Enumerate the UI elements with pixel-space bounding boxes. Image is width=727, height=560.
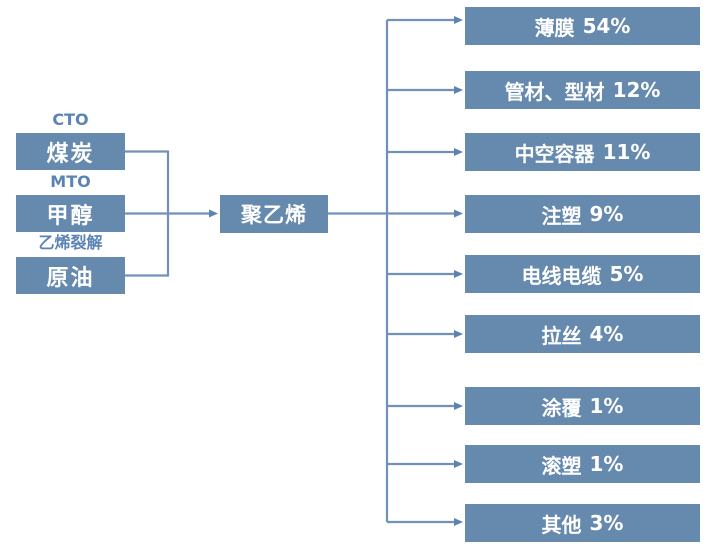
process-label-cto: CTO — [52, 110, 89, 129]
product-box-polyethylene: 聚乙烯 — [220, 195, 328, 233]
app-label: 薄膜 — [534, 15, 575, 40]
app-box-film: 薄膜 54% — [465, 7, 700, 45]
app-percent: 11% — [602, 140, 651, 164]
app-box-wire-cable: 电线电缆 5% — [465, 255, 700, 293]
app-label: 涂覆 — [541, 395, 582, 420]
process-label-ethylene-cracking: 乙烯裂解 — [38, 233, 103, 252]
app-label: 拉丝 — [541, 323, 582, 348]
app-label: 滚塑 — [541, 453, 582, 478]
app-label: 其他 — [541, 512, 582, 537]
source-box-methanol: 甲醇 — [16, 195, 125, 232]
source-label-coal: 煤炭 — [46, 141, 95, 167]
app-percent: 1% — [589, 394, 624, 418]
process-label-mto: MTO — [50, 172, 91, 191]
app-percent: 1% — [589, 452, 624, 476]
source-box-crude-oil: 原油 — [16, 257, 125, 294]
app-label: 中空容器 — [514, 141, 595, 166]
app-box-hollow-containers: 中空容器 11% — [465, 133, 700, 171]
app-label: 管材、型材 — [504, 79, 605, 104]
source-box-coal: 煤炭 — [16, 133, 125, 170]
app-box-drawing: 拉丝 4% — [465, 315, 700, 353]
app-box-rotomolding: 滚塑 1% — [465, 445, 700, 483]
app-percent: 3% — [589, 511, 624, 535]
app-percent: 9% — [589, 202, 624, 226]
app-percent: 4% — [589, 322, 624, 346]
app-box-injection-molding: 注塑 9% — [465, 195, 700, 233]
app-percent: 54% — [582, 14, 631, 38]
product-label: 聚乙烯 — [241, 203, 307, 227]
app-box-others: 其他 3% — [465, 504, 700, 542]
app-label: 电线电缆 — [521, 263, 602, 288]
source-label-methanol: 甲醇 — [46, 203, 95, 229]
app-box-pipes-profiles: 管材、型材 12% — [465, 71, 700, 109]
app-percent: 5% — [609, 262, 644, 286]
source-label-crude-oil: 原油 — [46, 265, 95, 291]
app-percent: 12% — [612, 78, 661, 102]
app-label: 注塑 — [541, 203, 582, 228]
app-box-coating: 涂覆 1% — [465, 387, 700, 425]
